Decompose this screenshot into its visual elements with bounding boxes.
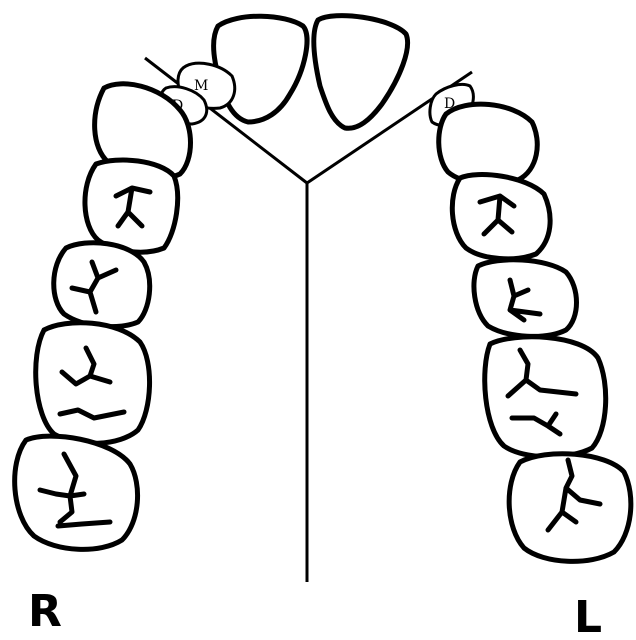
left-central-incisor [314, 16, 408, 129]
reference-lines [145, 58, 472, 582]
left-side-label: L [574, 592, 602, 640]
right-side-label: R [28, 586, 62, 637]
left-first-premolar [452, 175, 550, 259]
right-second-premolar [54, 243, 150, 327]
right-first-molar [36, 323, 150, 444]
left-second-premolar [474, 260, 577, 337]
left-first-molar [485, 337, 606, 457]
